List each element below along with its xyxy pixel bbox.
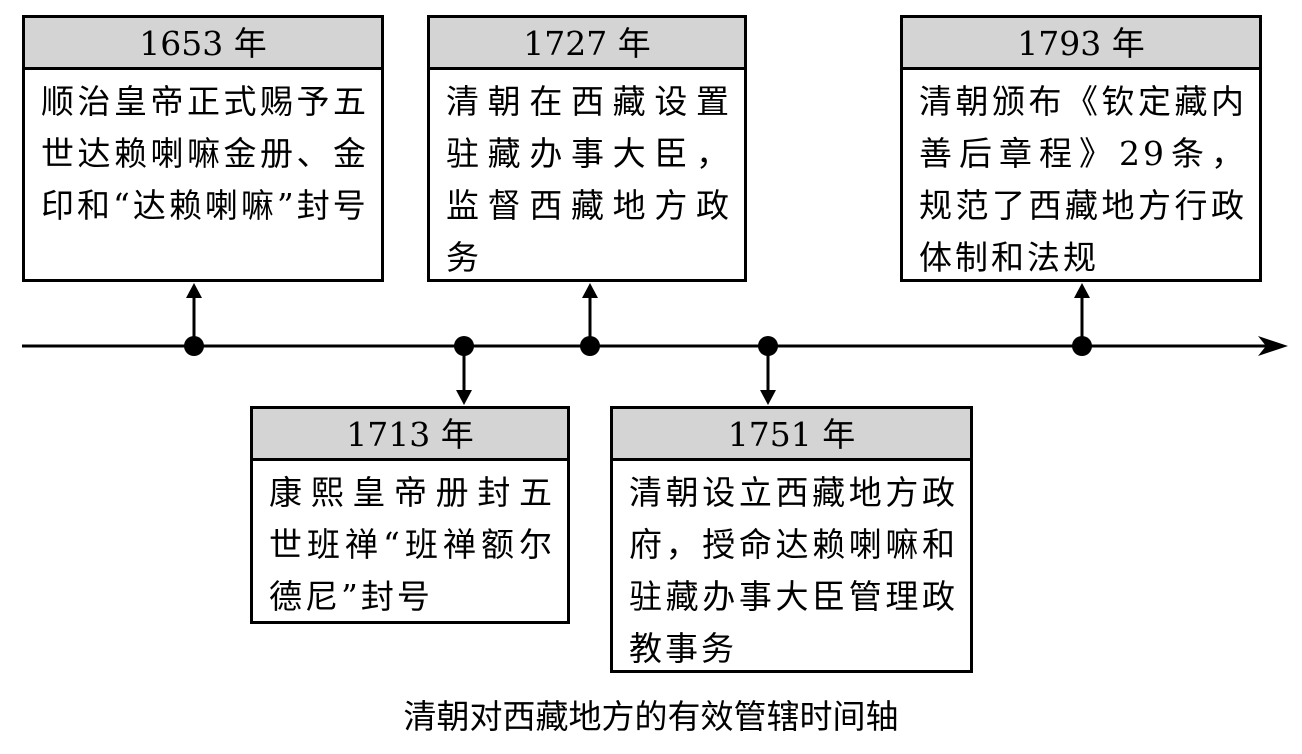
- event-box-1751: 1751 年 清朝设立西藏地方政府，授命达赖喇嘛和驻藏办事大臣管理政教事务: [610, 406, 973, 673]
- event-dot-1713: [454, 336, 474, 356]
- event-box-1713: 1713 年 康熙皇帝册封五世班禅“班禅额尔德尼”封号: [250, 406, 570, 624]
- timeline-axis-arrowhead: [1258, 336, 1288, 356]
- event-description: 康熙皇帝册封五世班禅“班禅额尔德尼”封号: [269, 473, 555, 616]
- event-box-1653: 1653 年 顺治皇帝正式赐予五世达赖喇嘛金册、金印和“达赖喇嘛”封号: [22, 15, 384, 282]
- event-year: 1713 年: [253, 409, 567, 461]
- event-description: 清朝在西藏设置驻藏办事大臣，监督西藏地方政务: [446, 82, 732, 277]
- diagram-caption: 清朝对西藏地方的有效管辖时间轴: [403, 697, 899, 736]
- event-year: 1751 年: [613, 409, 970, 461]
- event-dot-1727: [580, 336, 600, 356]
- event-dot-1751: [758, 336, 778, 356]
- event-dot-1793: [1072, 336, 1092, 356]
- event-box-1727: 1727 年 清朝在西藏设置驻藏办事大臣，监督西藏地方政务: [427, 15, 747, 282]
- event-year: 1727 年: [430, 18, 744, 70]
- event-description: 顺治皇帝正式赐予五世达赖喇嘛金册、金印和“达赖喇嘛”封号: [41, 82, 369, 225]
- event-year: 1653 年: [25, 18, 381, 70]
- event-dot-1653: [184, 336, 204, 356]
- event-year: 1793 年: [903, 18, 1259, 70]
- event-description: 清朝颁布《钦定藏内善后章程》29条，规范了西藏地方行政体制和法规: [919, 82, 1247, 277]
- event-description: 清朝设立西藏地方政府，授命达赖喇嘛和驻藏办事大臣管理政教事务: [629, 473, 958, 668]
- event-box-1793: 1793 年 清朝颁布《钦定藏内善后章程》29条，规范了西藏地方行政体制和法规: [900, 15, 1262, 282]
